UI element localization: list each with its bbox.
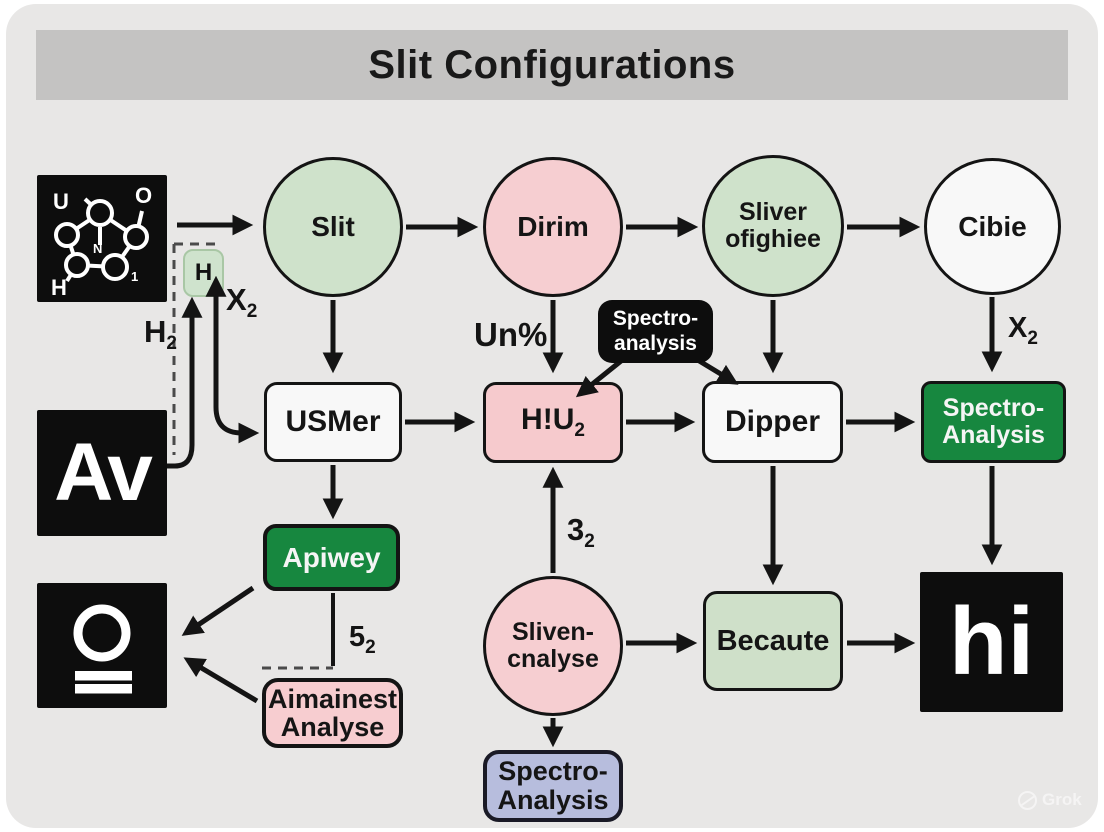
edge-label-h2: H2 [144,314,177,355]
node-slit: Slit [263,157,403,297]
node-aimainest-analyse: Aimainest Analyse [262,678,403,748]
node-hlu2-label: H!U2 [521,403,585,441]
sliven-line2: cnalyse [507,645,599,673]
spectro-analysis-bubble: Spectro- analysis [598,300,713,363]
o-square [37,583,167,708]
node-becaute-label: Becaute [716,624,830,657]
svg-text:O: O [135,183,152,208]
node-hlu2: H!U2 [483,382,623,463]
spectro-blue-line2: Analysis [497,785,609,815]
aimainest-line1: Aimainest [267,683,398,714]
grok-watermark-text: Grok [1042,790,1082,809]
ring-equals-icon [73,604,132,694]
bubble-line2: analysis [614,331,697,355]
node-sliven-cnalyse: Sliven- cnalyse [483,576,623,716]
node-slit-label: Slit [311,211,355,243]
svg-text:U: U [53,189,69,214]
diagram-title: Slit Configurations [368,42,736,87]
grok-watermark: Grok [1018,790,1082,810]
node-cibie-label: Cibie [958,210,1027,242]
node-becaute: Becaute [703,591,843,691]
spectro-green-line1: Spectro- [942,393,1045,422]
node-dipper-label: Dipper [724,405,820,438]
node-spectro-analysis-blue: Spectro- Analysis [483,750,623,822]
h-chip-label: H [194,259,213,286]
node-dirim: Dirim [483,157,623,297]
node-sliver-line2: ofighiee [725,225,821,253]
chemical-structure-square: U O H N 1 [37,175,167,302]
title-bar: Slit Configurations [36,30,1068,100]
aimainest-line2: Analyse [280,712,385,742]
sliven-line1: Sliven- [512,617,594,646]
hi-square: hi [920,572,1063,712]
spectro-blue-line1: Spectro- [498,755,608,786]
node-cibie: Cibie [924,158,1061,295]
molecule-icon: U O H N 1 [51,183,152,300]
edge-label-3-2: 32 [567,512,595,553]
edge-label-x2-right: X2 [1008,312,1038,349]
av-square: Av [37,410,167,536]
node-h-chip: H [183,249,224,297]
edge-label-un-pct: Un% [474,316,548,353]
bubble-line1: Spectro- [612,307,699,331]
node-spectro-analysis-green: Spectro- Analysis [921,381,1066,463]
node-sliver-line1: Sliver [738,197,808,226]
svg-text:H: H [51,275,67,300]
svg-text:N: N [93,241,102,256]
edge-label-5-2: 52 [349,621,376,658]
grok-logo-icon [1018,790,1037,810]
svg-text:1: 1 [131,269,138,284]
node-sliver-ofighiee: Sliver ofighiee [702,155,844,297]
node-usmer: USMer [264,382,402,462]
node-dirim-label: Dirim [517,211,589,243]
edge-label-x2-left: X2 [226,282,258,323]
node-apiwey-label: Apiwey [282,541,381,573]
spectro-green-line2: Analysis [942,421,1045,449]
node-usmer-label: USMer [285,405,381,438]
node-dipper: Dipper [702,381,843,463]
av-label: Av [54,427,153,518]
hi-label: hi [948,588,1035,695]
node-apiwey: Apiwey [263,524,400,591]
